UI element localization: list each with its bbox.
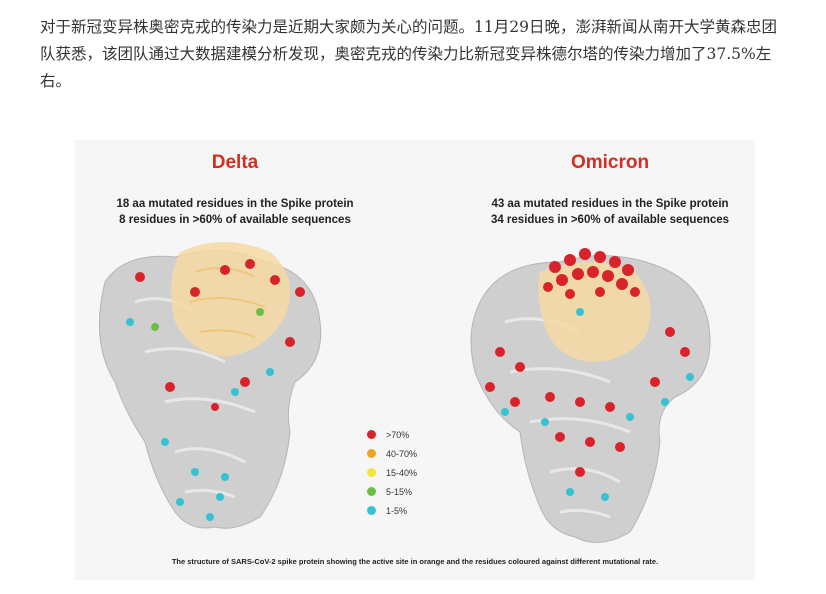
omicron-spike-structure	[470, 248, 711, 543]
legend-item: 15-40%	[367, 463, 417, 482]
legend-item: 40-70%	[367, 444, 417, 463]
delta-spike-structure	[98, 242, 322, 529]
legend-item: 1-5%	[367, 501, 417, 520]
delta-subtitle-line-1: 18 aa mutated residues in the Spike prot…	[116, 198, 354, 210]
omicron-subtitle-line-1: 43 aa mutated residues in the Spike prot…	[491, 198, 729, 210]
legend-label: 40-70%	[386, 448, 418, 459]
delta-subtitle: 18 aa mutated residues in the Spike prot…	[65, 196, 405, 228]
figure-caption: The structure of SARS-CoV-2 spike protei…	[171, 557, 659, 566]
article-paragraph: 对于新冠变异株奥密克戎的传染力是近期大家颇为关心的问题。11月29日晚，澎湃新闻…	[40, 18, 777, 90]
spike-protein-figure: Delta 18 aa mutated residues in the Spik…	[75, 140, 755, 580]
legend-item: 5-15%	[367, 482, 417, 501]
delta-title: Delta	[211, 152, 259, 173]
legend-swatch	[367, 468, 376, 477]
legend-swatch	[367, 430, 376, 439]
omicron-subtitle: 43 aa mutated residues in the Spike prot…	[440, 196, 780, 228]
legend-label: 5-15%	[386, 486, 413, 497]
legend-label: >70%	[386, 429, 410, 440]
legend-label: 1-5%	[386, 505, 408, 516]
legend-item: >70%	[367, 425, 417, 444]
legend-swatch	[367, 449, 376, 458]
omicron-subtitle-line-2: 34 residues in >60% of available sequenc…	[490, 214, 730, 226]
delta-subtitle-line-2: 8 residues in >60% of available sequence…	[119, 214, 351, 226]
legend-swatch	[367, 487, 376, 496]
legend-swatch	[367, 506, 376, 515]
mutation-rate-legend: >70% 40-70% 15-40% 5-15% 1-5%	[367, 425, 417, 520]
legend-label: 15-40%	[386, 467, 418, 478]
omicron-title: Omicron	[570, 152, 650, 173]
